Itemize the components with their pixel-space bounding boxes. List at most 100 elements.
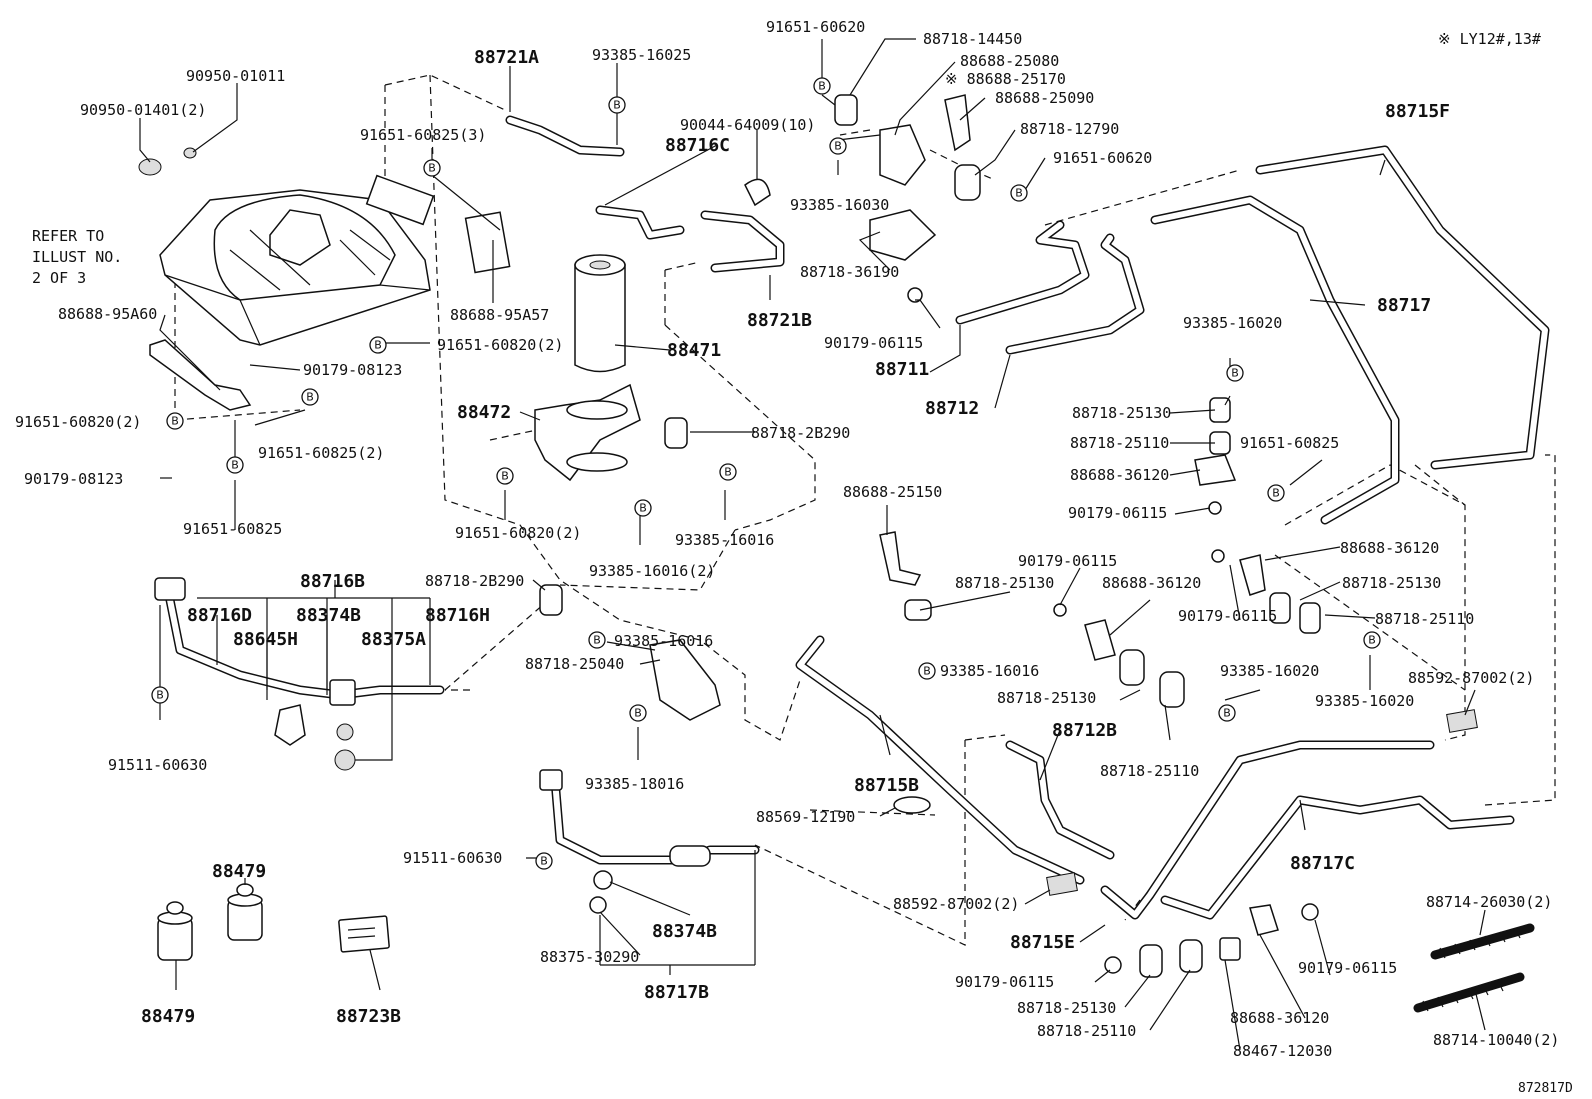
svg-text:B: B xyxy=(1272,487,1280,500)
bolt-marker: B xyxy=(629,704,647,722)
svg-text:B: B xyxy=(1231,367,1239,380)
part-label: 90179-06115 xyxy=(1018,552,1117,570)
part-label: 88714-26030(2) xyxy=(1426,893,1552,911)
bracket xyxy=(1239,554,1266,596)
bolt-marker: B xyxy=(496,467,514,485)
part-label: 88718-36190 xyxy=(800,263,899,281)
part-label: 88718-2B290 xyxy=(751,424,850,442)
nut xyxy=(1104,956,1122,974)
clamp xyxy=(834,94,858,126)
part-label: 93385-16020 xyxy=(1220,662,1319,680)
bolt-marker: B xyxy=(634,499,652,517)
part-label: 88592-87002(2) xyxy=(1408,669,1534,687)
svg-text:B: B xyxy=(501,470,509,483)
part-label: 88688-25080 xyxy=(960,52,1059,70)
part-label: 88688-36120 xyxy=(1102,574,1201,592)
part-label: 88592-87002(2) xyxy=(893,895,1019,913)
svg-text:B: B xyxy=(1015,187,1023,200)
part-label: 91651-60820(2) xyxy=(15,413,141,431)
part-label: 91651-60825 xyxy=(183,520,282,538)
cap xyxy=(336,723,354,741)
bolt-marker: B xyxy=(1010,184,1028,202)
fitting xyxy=(154,577,186,601)
nut xyxy=(1211,549,1225,563)
bolt-marker: B xyxy=(166,412,184,430)
part-label: ※ 88688-25170 xyxy=(945,70,1066,88)
bolt-marker: B xyxy=(918,662,936,680)
part-label: 88717 xyxy=(1377,295,1431,316)
part-label: 88688-36120 xyxy=(1340,539,1439,557)
refer-note-line-2: ILLUST NO. xyxy=(32,248,122,266)
part-label: 90950-01401(2) xyxy=(80,101,206,119)
part-label: 88718-25040 xyxy=(525,655,624,673)
part-label: 88721B xyxy=(747,310,812,331)
switch-body xyxy=(329,679,356,706)
switch xyxy=(274,704,306,746)
bolt-marker: B xyxy=(535,852,553,870)
bolt-marker: B xyxy=(588,631,606,649)
clamp xyxy=(1159,671,1185,708)
part-label: 91651-60825(3) xyxy=(360,126,486,144)
part-label: 90179-06115 xyxy=(1178,607,1277,625)
clamp xyxy=(1299,602,1321,634)
bolt-marker: B xyxy=(423,159,441,177)
clamp xyxy=(1269,592,1291,624)
part-label: 93385-16016 xyxy=(675,531,774,549)
condenser-bracket xyxy=(149,339,252,411)
hose-protector-2 xyxy=(1413,972,1525,1013)
hose-protector-1 xyxy=(1430,923,1535,960)
part-label: 88688-25090 xyxy=(995,89,1094,107)
part-label: 88688-95A60 xyxy=(58,305,157,323)
part-label: 88479 xyxy=(141,1006,195,1027)
svg-text:B: B xyxy=(1368,634,1376,647)
clamp-36190 xyxy=(869,209,937,261)
bolt-marker: B xyxy=(1267,484,1285,502)
bolt-marker: B xyxy=(1363,631,1381,649)
part-label: 93385-16025 xyxy=(592,46,691,64)
nut xyxy=(1208,501,1222,515)
nut xyxy=(1053,603,1067,617)
bolt-marker: B xyxy=(719,463,737,481)
part-label: 90179-06115 xyxy=(824,334,923,352)
part-label: 88718-12790 xyxy=(1020,120,1119,138)
bolt-marker: B xyxy=(1226,364,1244,382)
part-label: 88718-25130 xyxy=(1017,999,1116,1017)
part-label: 90179-08123 xyxy=(24,470,123,488)
part-label: 88712B xyxy=(1052,720,1117,741)
grommet xyxy=(138,158,162,176)
clamp xyxy=(1119,649,1145,686)
part-label: 88716B xyxy=(300,571,365,592)
part-label: 88715F xyxy=(1385,101,1450,122)
part-label: 88688-36120 xyxy=(1230,1009,1329,1027)
part-label: 91651-60825 xyxy=(1240,434,1339,452)
part-label: 88718-14450 xyxy=(923,30,1022,48)
part-label: 93385-18016 xyxy=(585,775,684,793)
nut xyxy=(1301,903,1319,921)
bolt-marker: B xyxy=(813,77,831,95)
part-label: 88479 xyxy=(212,861,266,882)
part-label: 91511-60630 xyxy=(403,849,502,867)
part-label: 93385-16020 xyxy=(1315,692,1414,710)
part-label: 88714-10040(2) xyxy=(1433,1031,1559,1049)
part-label: 88569-12190 xyxy=(756,808,855,826)
svg-text:B: B xyxy=(923,665,931,678)
part-label: 88375-30290 xyxy=(540,948,639,966)
part-label: 88472 xyxy=(457,402,511,423)
part-label: 88718-25130 xyxy=(997,689,1096,707)
part-label: 90950-01011 xyxy=(186,67,285,85)
svg-text:B: B xyxy=(1223,707,1231,720)
rubber-bumper-1 xyxy=(157,901,193,961)
svg-text:B: B xyxy=(540,855,548,868)
part-label: 88718-25130 xyxy=(955,574,1054,592)
bracket xyxy=(944,94,971,152)
part-label: 88718-25110 xyxy=(1070,434,1169,452)
notes: ※ LY12#,13# 872817D REFER TO ILLUST NO. … xyxy=(32,30,1573,1096)
refer-note-line-1: REFER TO xyxy=(32,227,104,245)
figure-id: 872817D xyxy=(1518,1081,1573,1096)
bolt-marker: B xyxy=(301,388,319,406)
clamp xyxy=(1179,939,1203,973)
svg-text:B: B xyxy=(639,502,647,515)
part-label: 88723B xyxy=(336,1006,401,1027)
clamp xyxy=(1139,944,1163,978)
part-label: 93385-16016(2) xyxy=(589,562,715,580)
